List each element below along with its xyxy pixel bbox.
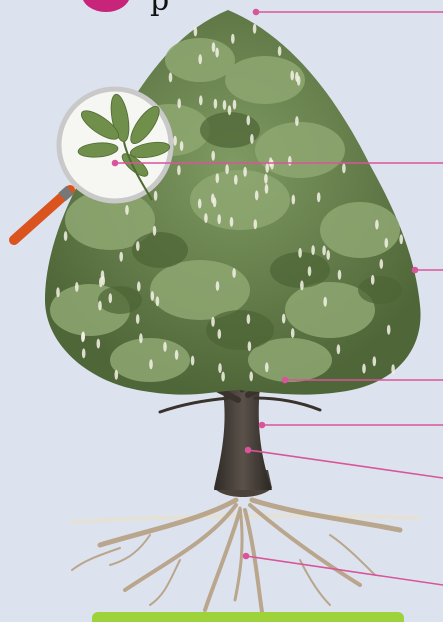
tree-crown (45, 10, 421, 395)
pointer-trunk (246, 448, 443, 479)
pointer-crown-top (254, 10, 443, 15)
bottom-label-bar (92, 612, 404, 622)
pointer-trunk-top (260, 423, 443, 428)
pointer-roots (244, 554, 443, 586)
trunk (214, 385, 272, 490)
pointer-crown-edge (413, 268, 443, 273)
